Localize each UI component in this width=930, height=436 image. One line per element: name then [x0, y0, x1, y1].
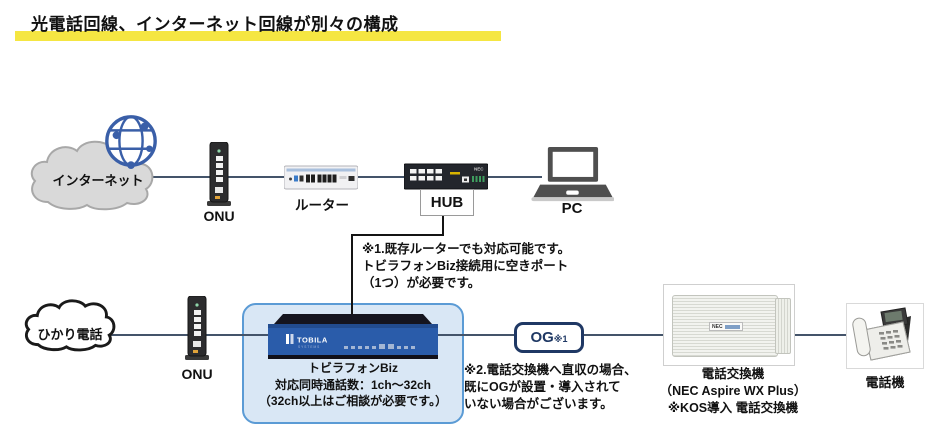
globe-icon [105, 115, 157, 170]
hub-connector-v2 [351, 234, 353, 318]
router-label: ルーター [295, 198, 349, 213]
note-1-line-1: ※1.既存ルーターでも対応可能です。 [362, 242, 571, 256]
pbx-brand-badge: NEC [709, 322, 743, 331]
hub-label: HUB [430, 194, 464, 211]
pbx-caption-line-3: ※KOS導入 電話交換機 [667, 401, 799, 415]
desk-phone-icon [852, 307, 911, 361]
note-1-line-2: トビラフォンBiz接続用に空きポート [362, 259, 569, 273]
tobiraphone-biz-icon: TOBILA SYSTEMS [268, 314, 438, 359]
og-label: OG [530, 329, 554, 346]
pbx-device-side-panel [775, 298, 791, 354]
title-highlight-bar [15, 31, 501, 41]
og-box: OG ※1 [514, 322, 584, 353]
hub-icon: NEC [404, 163, 488, 190]
pbx-image: NEC [663, 284, 795, 366]
note-1: ※1.既存ルーターでも対応可能です。 トビラフォンBiz接続用に空きポート （1… [362, 241, 570, 292]
onu-bottom-label: ONU [181, 366, 213, 382]
internet-cloud-label: インターネット [52, 173, 144, 188]
hikari-cloud-label: ひかり電話 [37, 327, 103, 342]
note-1-line-3: （1つ）が必要です。 [362, 276, 481, 290]
tobira-caption: トビラフォンBiz 対応同時通話数：1ch～32ch （32ch以上はご相談が必… [244, 360, 462, 410]
pc-icon [531, 147, 614, 202]
note-2: ※2.電話交換機へ直収の場合、 既にOGが設置・導入されて いない場合がございま… [464, 362, 637, 413]
phone-caption: 電話機 [865, 375, 905, 390]
tobira-caption-line-2: 対応同時通話数：1ch～32ch [274, 377, 432, 392]
pbx-brand-text: NEC [712, 323, 723, 330]
og-sup-label: ※1 [553, 334, 568, 344]
phone-image [846, 303, 924, 369]
title-block: 光電話回線、インターネット回線が別々の構成 [15, 8, 535, 44]
pc-label: PC [561, 200, 583, 217]
hub-connector-h [351, 234, 444, 236]
tobira-brand-text: TOBILA [297, 336, 328, 345]
hub-connector-v1 [442, 216, 444, 236]
page-title: 光電話回線、インターネット回線が別々の構成 [31, 15, 399, 34]
note-2-line-3: いない場合がございます。 [464, 397, 613, 411]
onu-top-icon [207, 142, 231, 206]
hub-label-box: HUB [420, 189, 474, 216]
pbx-caption-line-1: 電話交換機 [701, 367, 765, 381]
phone-line [98, 334, 848, 336]
note-2-line-1: ※2.電話交換機へ直収の場合、 [464, 363, 637, 377]
pbx-caption-line-2: （NEC Aspire WX Plus） [659, 384, 807, 398]
tobira-caption-line-3: （32ch以上はご相談が必要です。） [258, 394, 448, 408]
router-icon [284, 165, 358, 190]
hub-brand-text: NEC [474, 167, 484, 172]
onu-top-label: ONU [203, 208, 235, 224]
tobira-brand-sub-text: SYSTEMS [298, 345, 320, 349]
hikari-cloud-icon [24, 299, 116, 352]
pbx-device-body: NEC [672, 295, 791, 357]
pbx-caption: 電話交換機 （NEC Aspire WX Plus） ※KOS導入 電話交換機 [648, 366, 818, 417]
note-2-line-2: 既にOGが設置・導入されて [464, 380, 621, 394]
tobira-caption-line-1: トビラフォンBiz [307, 361, 398, 375]
pbx-model-tag [724, 324, 740, 329]
onu-bottom-icon [185, 296, 209, 360]
